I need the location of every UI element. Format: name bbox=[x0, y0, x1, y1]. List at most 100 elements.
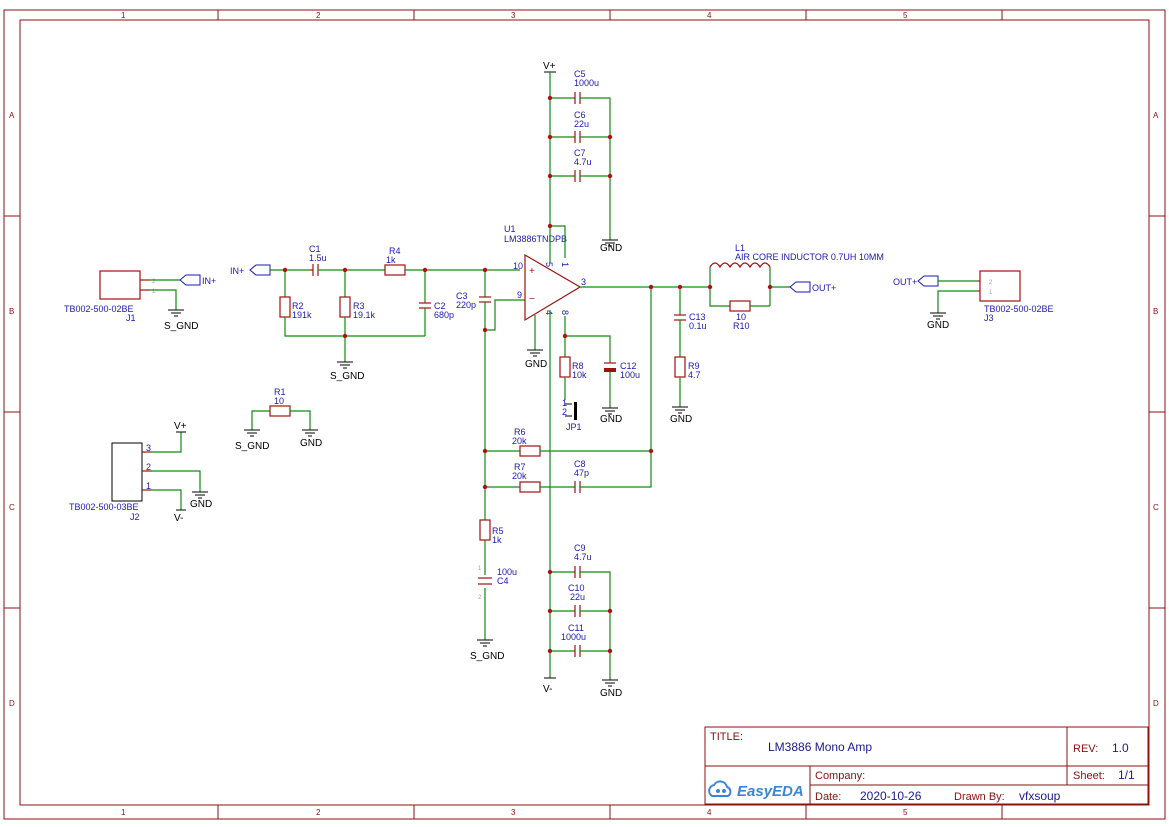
resistor-r4[interactable] bbox=[384, 264, 406, 276]
zone-col-3-top: 3 bbox=[511, 11, 516, 20]
jumper-jp1[interactable] bbox=[565, 402, 577, 420]
connector-j1[interactable]: 2 1 TB002-500-02BE J1 bbox=[64, 270, 156, 323]
r2-value-label: 191k bbox=[292, 310, 312, 320]
u1-pin8-number: 8 bbox=[560, 310, 570, 315]
r10-ref-label: R10 bbox=[733, 321, 750, 331]
c11-ref-label: C11 bbox=[568, 623, 584, 633]
c4-value-label: 100u bbox=[497, 567, 517, 577]
j1-sgnd-label: S_GND bbox=[164, 321, 198, 332]
c9-ref-label: C9 bbox=[574, 543, 586, 553]
j1-pin1-number: 1 bbox=[152, 289, 156, 295]
j2-vminus-label: V- bbox=[174, 513, 183, 524]
vplus-gnd-label: GND bbox=[600, 243, 622, 254]
resistor-r8[interactable] bbox=[559, 356, 571, 378]
c3-ref-label: C3 bbox=[456, 291, 468, 301]
c6-ref-label: C6 bbox=[574, 110, 586, 120]
u1-gnd-label: GND bbox=[525, 359, 547, 370]
ground-symbol bbox=[602, 679, 618, 687]
zone-col-2-top: 2 bbox=[316, 11, 321, 20]
j2-gnd-label: GND bbox=[190, 499, 212, 510]
net-flag-out-plus[interactable]: OUT+ bbox=[789, 281, 836, 293]
r9-value-label: 4.7 bbox=[688, 370, 701, 380]
u1-part-label: LM3886TNDPB bbox=[504, 234, 567, 244]
connector-j2[interactable]: 3 2 1 TB002-500-03BE J2 bbox=[69, 442, 152, 522]
ground-symbol bbox=[527, 349, 543, 357]
r10-value-label: 10 bbox=[736, 312, 746, 322]
ground-symbol bbox=[168, 309, 184, 317]
resistor-r9[interactable] bbox=[674, 356, 686, 378]
zone-row-a-right: A bbox=[1153, 111, 1159, 120]
c7-value-label: 4.7u bbox=[574, 157, 592, 167]
date-value: 2020-10-26 bbox=[860, 789, 922, 803]
r1-value-label: 10 bbox=[274, 396, 284, 406]
resistor-r5[interactable] bbox=[479, 519, 491, 541]
zone-row-b-left: B bbox=[9, 307, 14, 316]
ground-symbol bbox=[244, 429, 318, 437]
r7-ref-label: R7 bbox=[514, 462, 526, 472]
connector-j3[interactable]: 2 1 TB002-500-02BE J3 bbox=[978, 270, 1054, 323]
logo-text: EasyEDA bbox=[737, 783, 804, 800]
resistor-r10[interactable] bbox=[729, 300, 751, 312]
opamp-u1[interactable]: + − bbox=[524, 253, 582, 322]
rev-value: 1.0 bbox=[1112, 741, 1129, 755]
c9-value-label: 4.7u bbox=[574, 552, 592, 562]
resistor-r2[interactable] bbox=[279, 296, 291, 318]
vplus-rail-label: V+ bbox=[543, 61, 556, 72]
zone-row-c-left: C bbox=[9, 503, 15, 512]
j2-pin1-number: 1 bbox=[146, 481, 151, 491]
input-net-label: IN+ bbox=[230, 266, 244, 276]
c11-value-label: 1000u bbox=[561, 632, 586, 642]
date-caption: Date: bbox=[815, 791, 841, 803]
c2-value-label: 680p bbox=[434, 310, 454, 320]
r3-ref-label: R3 bbox=[353, 301, 365, 311]
net-flag-out-plus-j3[interactable]: OUT+ bbox=[893, 275, 939, 287]
zone-row-b-right: B bbox=[1153, 307, 1158, 316]
resistor-r1[interactable] bbox=[269, 405, 291, 417]
r9-ref-label: R9 bbox=[688, 361, 700, 371]
zone-row-c-right: C bbox=[1153, 503, 1159, 512]
drawn-by-value: vfxsoup bbox=[1019, 789, 1061, 803]
j2-pin3-number: 3 bbox=[146, 443, 151, 453]
r6-ref-label: R6 bbox=[514, 427, 526, 437]
zone-col-2-bottom: 2 bbox=[316, 808, 321, 817]
c5-ref-label: C5 bbox=[574, 69, 586, 79]
inductor-l1[interactable] bbox=[709, 262, 771, 269]
c12-value-label: 100u bbox=[620, 370, 640, 380]
r7-value-label: 20k bbox=[512, 471, 527, 481]
l1-value-label: AIR CORE INDUCTOR 0.7UH 10MM bbox=[735, 252, 884, 262]
zone-col-1-bottom: 1 bbox=[121, 808, 126, 817]
title-block: TITLE: LM3886 Mono Amp REV: 1.0 Company:… bbox=[704, 726, 1149, 805]
input-sgnd-label: S_GND bbox=[330, 371, 364, 382]
resistor-r7[interactable] bbox=[519, 481, 541, 493]
zone-col-4-top: 4 bbox=[707, 11, 712, 20]
vminus-gnd-label: GND bbox=[600, 688, 622, 699]
c1-value-label: 1.5u bbox=[309, 253, 327, 263]
net-flag-in-plus-j1[interactable]: IN+ bbox=[179, 274, 216, 286]
zone-col-5-top: 5 bbox=[903, 11, 908, 20]
j2-ref-label: J2 bbox=[130, 512, 140, 522]
jp1-pin2-number: 2 bbox=[562, 407, 567, 417]
u1-pin10-number: 10 bbox=[513, 261, 523, 271]
net-flag-in-plus[interactable]: IN+ bbox=[230, 264, 271, 276]
ground-symbol bbox=[672, 406, 688, 414]
c4-pin-mark: 1 bbox=[478, 566, 482, 572]
c4-ref-label: C4 bbox=[497, 576, 509, 586]
svg-text:+: + bbox=[529, 266, 535, 277]
sheet-frame: 1 2 3 4 5 1 2 3 4 5 A B C D A B C D bbox=[3, 9, 1166, 820]
ground-symbol bbox=[602, 239, 618, 247]
zone-col-5-bottom: 5 bbox=[903, 808, 908, 817]
j1-part-label: TB002-500-02BE bbox=[64, 304, 134, 314]
resistor-r3[interactable] bbox=[339, 296, 351, 318]
ground-symbol bbox=[337, 361, 353, 369]
zone-row-d-left: D bbox=[9, 699, 15, 708]
c13-value-label: 0.1u bbox=[689, 321, 707, 331]
j3-out-plus-label: OUT+ bbox=[893, 277, 917, 287]
resistor-r6[interactable] bbox=[519, 445, 541, 457]
zone-col-3-bottom: 3 bbox=[511, 808, 516, 817]
j1-pin2-number: 2 bbox=[152, 279, 156, 285]
j3-pin2-number: 2 bbox=[989, 280, 993, 286]
zone-row-d-right: D bbox=[1153, 699, 1159, 708]
c10-value-label: 22u bbox=[570, 592, 585, 602]
